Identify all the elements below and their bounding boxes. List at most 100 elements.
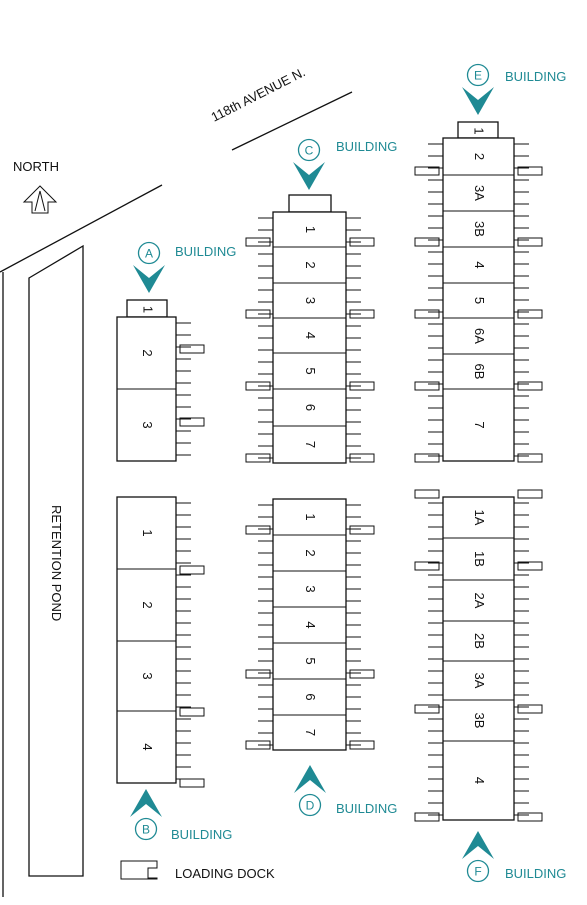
building-letter: F [474, 865, 481, 879]
loading-dock [414, 381, 440, 391]
retention-pond [28, 244, 84, 877]
loading-dock [414, 453, 440, 463]
loading-dock [517, 381, 543, 391]
unit-label: 3A [472, 185, 487, 201]
unit-label: 6 [303, 404, 318, 411]
unit-label: 2A [472, 593, 487, 609]
site-boundary-line [0, 184, 163, 273]
building-letter: C [305, 144, 314, 158]
marker-circle [134, 817, 158, 841]
chevron-down-icon [133, 265, 165, 293]
building-letter: B [142, 823, 150, 837]
building-letter: E [474, 69, 482, 83]
loading-dock [517, 237, 543, 247]
marker-circle [466, 859, 490, 883]
loading-dock [414, 704, 440, 714]
unit-label: 1 [472, 127, 487, 134]
loading-dock [245, 309, 271, 319]
building-label: BUILDING [336, 801, 397, 816]
building-letter: A [145, 247, 153, 261]
loading-dock [349, 381, 375, 391]
unit-label: 5 [303, 367, 318, 374]
marker-circle [137, 241, 161, 265]
unit-label: 6A [472, 328, 487, 344]
loading-dock [245, 453, 271, 463]
building-f: 1A 1B 2A 2B 3A 3B 4F BUILDING [414, 489, 566, 883]
unit-label: 7 [303, 441, 318, 448]
chevron-up-icon [462, 831, 494, 859]
chevron-up-icon [294, 765, 326, 793]
unit-label: 1 [141, 306, 156, 313]
building-c: 1 2 3 4 5 6 7 C BUILDING [245, 138, 397, 464]
loading-dock [179, 565, 205, 575]
avenue-line [231, 91, 353, 151]
loading-dock [414, 237, 440, 247]
unit-label: 4 [303, 621, 318, 628]
loading-dock-label: LOADING DOCK [175, 866, 275, 881]
unit-label: 3B [472, 713, 487, 729]
loading-dock [349, 740, 375, 750]
loading-dock [179, 778, 205, 788]
unit-label: 2 [140, 349, 155, 356]
north-arrow-icon [22, 185, 58, 214]
unit-label: 3B [472, 221, 487, 237]
building-marker-c: C BUILDING [293, 138, 397, 190]
building-tab [288, 194, 332, 213]
loading-dock [179, 344, 205, 354]
unit-label: 5 [472, 297, 487, 304]
unit-label: 7 [303, 729, 318, 736]
unit-label: 3 [303, 297, 318, 304]
loading-dock [349, 237, 375, 247]
unit-label: 7 [472, 421, 487, 428]
loading-dock [414, 166, 440, 176]
unit-label: 1 [303, 513, 318, 520]
loading-dock [179, 707, 205, 717]
north-arrow-inner [34, 190, 46, 212]
unit-label: 4 [140, 743, 155, 750]
unit-label: 6B [472, 364, 487, 380]
chevron-down-icon [462, 87, 494, 115]
loading-dock [517, 453, 543, 463]
building-label: BUILDING [336, 139, 397, 154]
unit-label: 3 [303, 585, 318, 592]
loading-dock [414, 489, 440, 499]
unit-label: 4 [472, 777, 487, 784]
building-label: BUILDING [505, 866, 566, 881]
building-outline [116, 496, 177, 784]
unit-label: 4 [303, 332, 318, 339]
unit-label: 3 [140, 672, 155, 679]
loading-dock [414, 309, 440, 319]
unit-label: 3A [472, 673, 487, 689]
loading-dock [179, 417, 205, 427]
loading-dock [414, 561, 440, 571]
loading-dock [414, 812, 440, 822]
marker-circle [297, 138, 321, 162]
loading-dock [517, 166, 543, 176]
loading-dock [517, 489, 543, 499]
loading-dock-icon [120, 860, 158, 880]
north-label: NORTH [13, 159, 59, 174]
unit-label: 5 [303, 657, 318, 664]
loading-dock [245, 381, 271, 391]
unit-label: 1B [472, 551, 487, 567]
loading-dock [245, 237, 271, 247]
unit-label: 2B [472, 633, 487, 649]
pond-label: RETENTION POND [49, 505, 64, 621]
building-outline [272, 211, 347, 464]
unit-label: 1 [303, 226, 318, 233]
loading-dock [349, 669, 375, 679]
loading-dock [517, 561, 543, 571]
unit-label: 6 [303, 693, 318, 700]
unit-label: 1A [472, 510, 487, 526]
loading-dock [349, 309, 375, 319]
unit-label: 4 [472, 261, 487, 268]
unit-label: 2 [140, 601, 155, 608]
unit-label: 2 [303, 261, 318, 268]
